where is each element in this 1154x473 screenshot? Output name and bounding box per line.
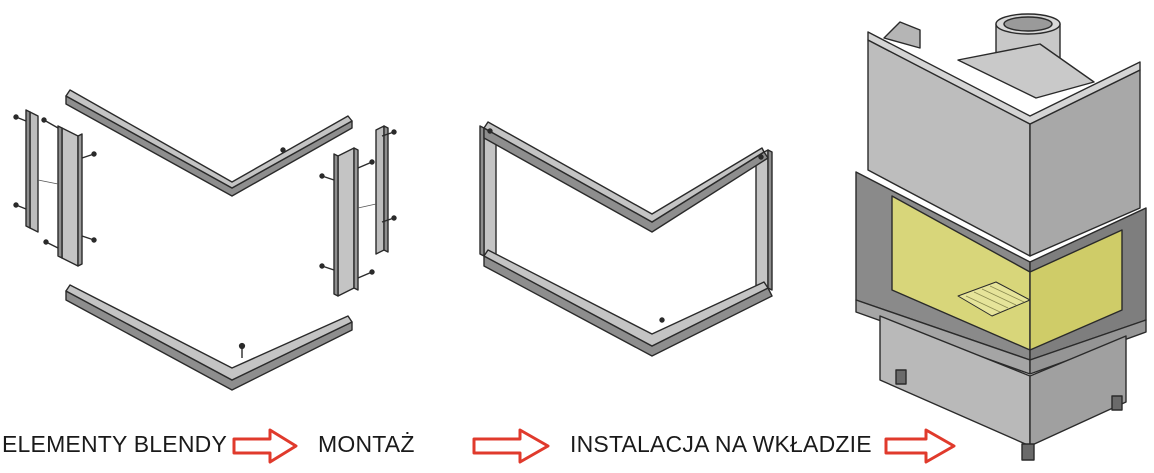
panel-trim-elements xyxy=(13,89,397,391)
left-wide-post xyxy=(57,125,83,267)
left-screws xyxy=(13,114,97,249)
right-arrow-icon xyxy=(232,428,298,464)
top-hood xyxy=(957,43,1095,99)
right-thin-post xyxy=(375,125,389,255)
right-arrow-icon xyxy=(884,428,956,464)
feet xyxy=(895,369,1123,461)
panel-fireplace-insert xyxy=(855,13,1147,461)
left-thin-post xyxy=(25,109,39,233)
step-label-trim-elements: ELEMENTY BLENDY xyxy=(2,431,227,457)
top-rail-part xyxy=(65,89,353,197)
right-arrow-icon xyxy=(472,428,550,464)
step-label-installation: INSTALACJA NA WKŁADZIE xyxy=(570,431,872,457)
base-right xyxy=(1029,335,1127,447)
right-screws xyxy=(319,129,397,279)
panel-assembled-frame xyxy=(479,121,773,357)
grate xyxy=(957,281,1031,317)
frame-bottom-rail xyxy=(483,249,773,357)
step-label-assembly: MONTAŻ xyxy=(318,431,415,457)
right-wide-post xyxy=(333,147,359,297)
frame-left-post xyxy=(483,127,497,263)
frame-right-post xyxy=(755,149,769,295)
frame-top-rail xyxy=(483,121,769,233)
bottom-rail-part xyxy=(65,284,353,391)
glass-right xyxy=(1029,229,1123,351)
